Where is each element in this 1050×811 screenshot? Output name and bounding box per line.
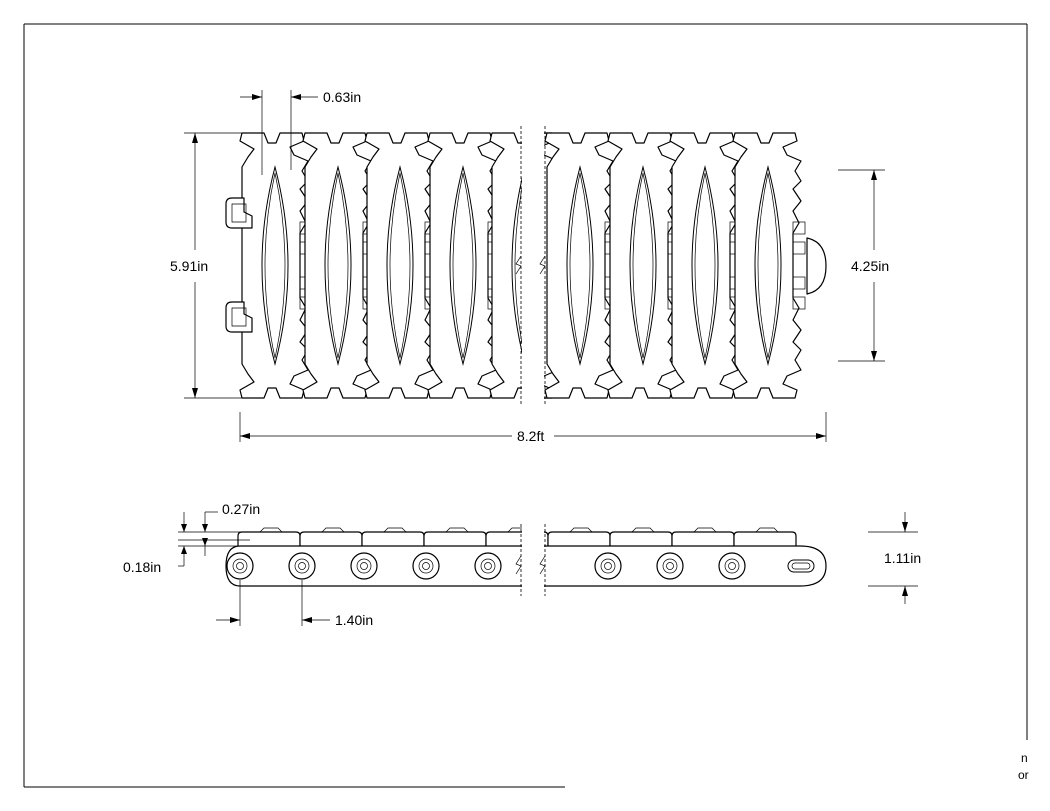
rib-slot [629, 165, 657, 366]
hinge-knuckle [792, 221, 806, 235]
dimension-length: 8.2ft [239, 412, 827, 444]
corner-text-2: or [1018, 768, 1029, 782]
dimension-top-thickness: 0.27in [178, 501, 260, 541]
dimension-height: 1.11in [868, 512, 921, 604]
hinge-knuckle [792, 241, 806, 255]
rib-slot [261, 165, 289, 366]
rib-slot [566, 165, 594, 366]
break-lines [515, 126, 546, 404]
plate-rib [445, 527, 469, 533]
pin-hole [600, 558, 616, 574]
end-slot [787, 559, 815, 573]
hinge-knuckle [792, 276, 806, 290]
right-end-bump [806, 237, 827, 295]
left-side-tabs [225, 197, 253, 333]
top-plate [609, 531, 673, 546]
chain-side-view: 0.27in 0.18in 1.11in [123, 501, 921, 628]
hinge-barrel [288, 552, 316, 580]
plate-rib [321, 527, 345, 533]
side-break-lines [515, 524, 546, 596]
dimension-link-width: 0.63in [240, 89, 361, 175]
dimension-rib-width: 4.25in [838, 169, 889, 362]
pin-hole [232, 558, 248, 574]
rib-slot-inner [389, 172, 411, 359]
hinge-knuckle [792, 296, 806, 310]
hinge-barrel [412, 552, 440, 580]
dim-label-4-25in: 4.25in [851, 258, 889, 274]
dim-label-8-2ft: 8.2ft [517, 428, 544, 444]
rib-slot-inner [569, 172, 591, 359]
rib-slot-inner [694, 172, 716, 359]
hinge-barrel [718, 552, 746, 580]
rib-slot [754, 165, 782, 366]
rib-slot [324, 165, 352, 366]
drawing-frame [23, 23, 1028, 788]
dim-label-1-11in: 1.11in [884, 550, 921, 566]
pin [728, 562, 736, 570]
chain-top-view: 0.63in 5.91in 4.25in [170, 89, 889, 444]
pin [422, 562, 430, 570]
pin-hole [418, 558, 434, 574]
top-plate [237, 531, 301, 546]
dim-label-5-91in: 5.91in [170, 258, 208, 274]
dim-label-0-18in: 0.18in [123, 559, 161, 575]
rib-slot-inner [757, 172, 779, 359]
pin [360, 562, 368, 570]
side-view-top-plates [237, 527, 797, 546]
pin-hole [662, 558, 678, 574]
top-plate [671, 531, 735, 546]
dim-label-1-40in: 1.40in [335, 612, 373, 628]
pin [604, 562, 612, 570]
side-view-pins [226, 552, 746, 580]
dimension-base-thickness: 0.18in [123, 538, 240, 575]
hinge-barrel [474, 552, 502, 580]
pin-hole [724, 558, 740, 574]
hinge-barrel [350, 552, 378, 580]
top-plate [423, 531, 487, 546]
hinge-barrel [226, 552, 254, 580]
title-block-fragment: n or [1018, 751, 1029, 782]
hinge-barrel [656, 552, 684, 580]
hinge-barrel [594, 552, 622, 580]
top-plate [361, 531, 425, 546]
pin [298, 562, 306, 570]
plate-rib [569, 527, 593, 533]
top-plate [547, 531, 611, 546]
plate-rib [693, 527, 717, 533]
plate-rib [755, 527, 779, 533]
pin [484, 562, 492, 570]
rib-slot [386, 165, 414, 366]
pin-hole [480, 558, 496, 574]
top-view-links [239, 132, 806, 399]
pin-hole [294, 558, 310, 574]
rib-slot-inner [452, 172, 474, 359]
dimension-pitch: 1.40in [216, 580, 373, 628]
plate-rib [631, 527, 655, 533]
rib-slot-inner [327, 172, 349, 359]
top-plate [733, 531, 797, 546]
plate-rib [383, 527, 407, 533]
pin [236, 562, 244, 570]
rib-slot-inner [632, 172, 654, 359]
pin [666, 562, 674, 570]
rib-slot-inner [264, 172, 286, 359]
plate-rib [259, 527, 283, 533]
rib-slot [691, 165, 719, 366]
corner-text-1: n [1021, 751, 1028, 765]
dim-label-0-63in: 0.63in [323, 89, 361, 105]
dimension-overall-width: 5.91in [170, 132, 258, 399]
dim-label-0-27in: 0.27in [222, 501, 260, 517]
pin-hole [356, 558, 372, 574]
rib-slot [449, 165, 477, 366]
top-plate [299, 531, 363, 546]
